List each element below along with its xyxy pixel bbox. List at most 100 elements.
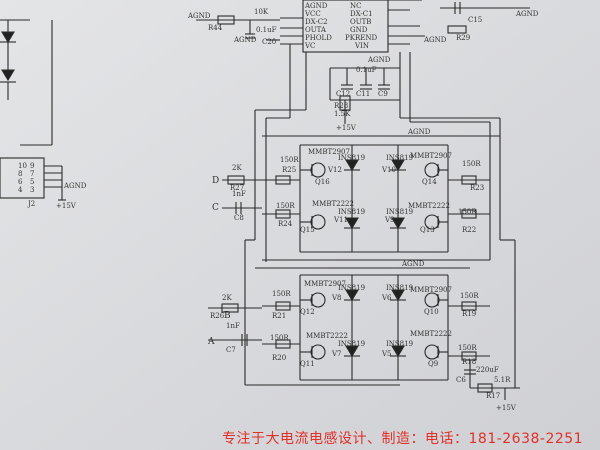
label-agnd-r44: AGND [187, 12, 211, 20]
label-v7: V7 [331, 350, 342, 358]
label-c8-value: 1nF [232, 190, 246, 198]
label-v8: V8 [331, 294, 342, 302]
label-r27-value: 2K [232, 164, 242, 172]
label-agnd-left: AGND [63, 182, 87, 190]
ic-pin-label: VC [304, 42, 315, 50]
label-15v-left: +15V [56, 202, 77, 210]
label-r17: R17 [486, 392, 500, 400]
label-150r: 150R [270, 334, 289, 342]
label-c8: C8 [234, 214, 244, 222]
label-c11: C11 [356, 90, 370, 98]
label-ins819: INS819 [386, 154, 413, 162]
label-ins819: INS819 [338, 284, 365, 292]
label-150r: 150R [460, 292, 479, 300]
label-q14: Q14 [422, 178, 437, 186]
label-c7: C7 [226, 346, 236, 354]
ic-pin-label: PKREND [345, 34, 377, 42]
ic-pin-label: OUTB [350, 18, 371, 26]
label-c12: C12 [336, 90, 350, 98]
label-ins819: INS819 [338, 208, 365, 216]
j2-pin: 9 [30, 162, 34, 170]
label-c9: C9 [378, 90, 388, 98]
label-c15: C15 [468, 16, 482, 24]
schematic-wires [0, 0, 530, 400]
label-150r: 150R [280, 156, 299, 164]
label-r44-value: 10K [254, 8, 269, 16]
label-r21: R21 [272, 312, 286, 320]
label-v12: V12 [327, 166, 342, 174]
label-q9: Q9 [428, 360, 438, 368]
j2-pin: 5 [30, 178, 34, 186]
ic-pin-label: GND [350, 26, 368, 34]
label-r22: R22 [462, 226, 476, 234]
label-agnd-top: AGND [423, 36, 447, 44]
j2-pin: 4 [18, 186, 23, 194]
label-r29: R29 [456, 34, 470, 42]
label-r27: R27 [230, 184, 244, 192]
label-ins819: INS819 [386, 208, 413, 216]
label-j2: J2 [27, 200, 35, 208]
label-mmbt2907: MMBT2907 [410, 152, 452, 160]
label-v6: V6 [381, 294, 392, 302]
ic-pin-label: OUTA [305, 26, 327, 34]
label-150r: 150R [272, 290, 291, 298]
label-r26-value: 2K [222, 294, 232, 302]
label-mmbt2222: MMBT2222 [312, 200, 354, 208]
label-r28: R28 [334, 102, 348, 110]
label-c: C [212, 203, 219, 213]
label-mmbt2222: MMBT2222 [410, 330, 452, 338]
ic-pin-label: VCC [304, 10, 321, 18]
label-c20-value: 0.1uF [256, 26, 277, 34]
label-mmbt2907: MMBT2907 [410, 286, 452, 294]
label-c7-value: 1nF [226, 322, 240, 330]
j2-pin: 8 [18, 170, 22, 178]
j2-pin: 7 [30, 170, 34, 178]
label-r23: R23 [470, 184, 484, 192]
label-v9: V9 [384, 216, 395, 224]
label-c-small: 0.1uF [356, 66, 377, 74]
label-q10: Q10 [424, 308, 439, 316]
watermark-contact-banner: 专注于大电流电感设计、制造：电话：181-2638-2251 [222, 431, 584, 447]
j2-pin: 6 [18, 178, 23, 186]
label-15v-bottom: +15V [496, 404, 517, 412]
label-c6-value: 220uF [476, 366, 499, 374]
label-mmbt2222: MMBT2222 [408, 202, 450, 210]
label-q13: Q13 [420, 226, 435, 234]
label-a: A [207, 337, 215, 347]
label-r26: R26 [210, 312, 225, 320]
label-d: D [212, 176, 219, 186]
label-agnd-c15: AGND [515, 10, 539, 18]
label-v5: V5 [381, 350, 392, 358]
label-r19: R19 [462, 310, 476, 318]
label-ins819: INS819 [338, 340, 365, 348]
j2-pin: 10 [18, 162, 27, 170]
ic-pin-label: PHOLD [305, 34, 332, 42]
ic-pin-label: NC [350, 2, 361, 10]
ic-pin-label: DX-C2 [305, 18, 328, 26]
label-q15: Q15 [300, 226, 315, 234]
label-r24: R24 [278, 220, 293, 228]
label-ins819: INS819 [386, 340, 413, 348]
label-r44: R44 [208, 24, 223, 32]
label-q16: Q16 [315, 178, 330, 186]
label-r25: R25 [282, 166, 296, 174]
label-agnd-mid: AGND [367, 56, 391, 64]
label-150r: 150R [458, 344, 477, 352]
label-r17-value: 5.1R [494, 376, 511, 384]
label-150r: 150R [462, 160, 481, 168]
label-150r: 150R [458, 208, 477, 216]
label-q12: Q12 [300, 308, 315, 316]
label-r18: R18 [462, 358, 476, 366]
label-15v: +15V [336, 124, 357, 132]
ic-pin-label: DX-C1 [350, 10, 373, 18]
label-150r: 150R [276, 202, 295, 210]
label-mmbt2907: MMBT2907 [304, 280, 346, 288]
label-agnd-low: AGND [407, 128, 431, 136]
label-r20: R20 [272, 354, 286, 362]
ic-pin-label: AGND [304, 2, 328, 10]
label-v11: V11 [333, 216, 348, 224]
label-c6: C6 [456, 376, 466, 384]
label-mmbt2907: MMBT2907 [308, 148, 350, 156]
label-r28-value: 1.5K [334, 110, 351, 118]
